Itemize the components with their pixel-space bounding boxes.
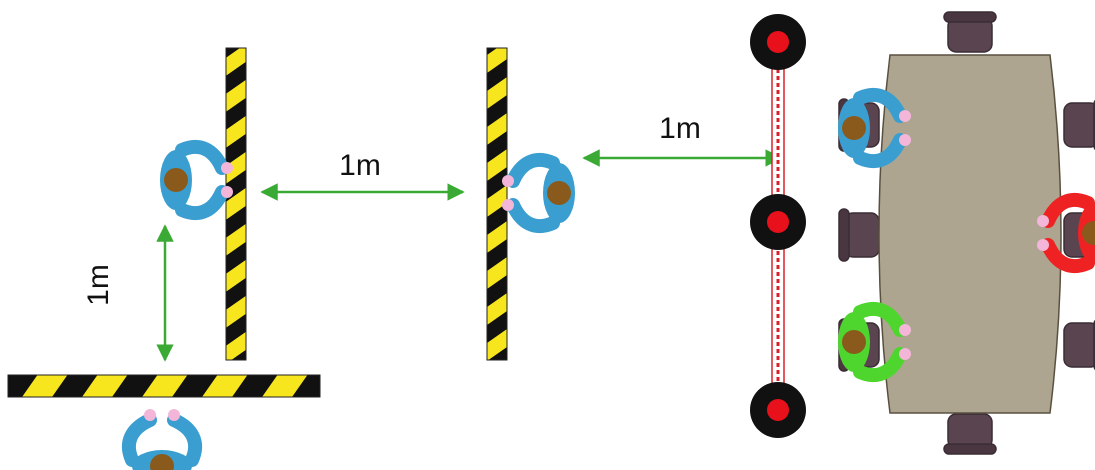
chair-right-3: [1063, 318, 1095, 372]
person-blue-left: [160, 147, 233, 213]
barrier-horizontal-bottom: [7, 374, 321, 398]
stanchion-post-bottom: [750, 382, 806, 438]
stanchion-post-top: [750, 14, 806, 70]
person-blue-bottom: [129, 409, 195, 470]
chair-bottom: [943, 413, 997, 455]
chair-right-1: [1063, 98, 1095, 152]
person-blue-middle: [502, 160, 575, 226]
barrier-vertical-left: [225, 47, 247, 361]
chair-top: [943, 11, 997, 53]
distance-label-right: 1m: [659, 112, 701, 145]
distance-label-left-horizontal: 1m: [339, 149, 381, 182]
stanchion-post-middle: [750, 194, 806, 250]
distance-label-left-vertical: 1m: [82, 264, 115, 306]
conference-table: [878, 54, 1062, 414]
chair-left-2: [838, 208, 880, 262]
